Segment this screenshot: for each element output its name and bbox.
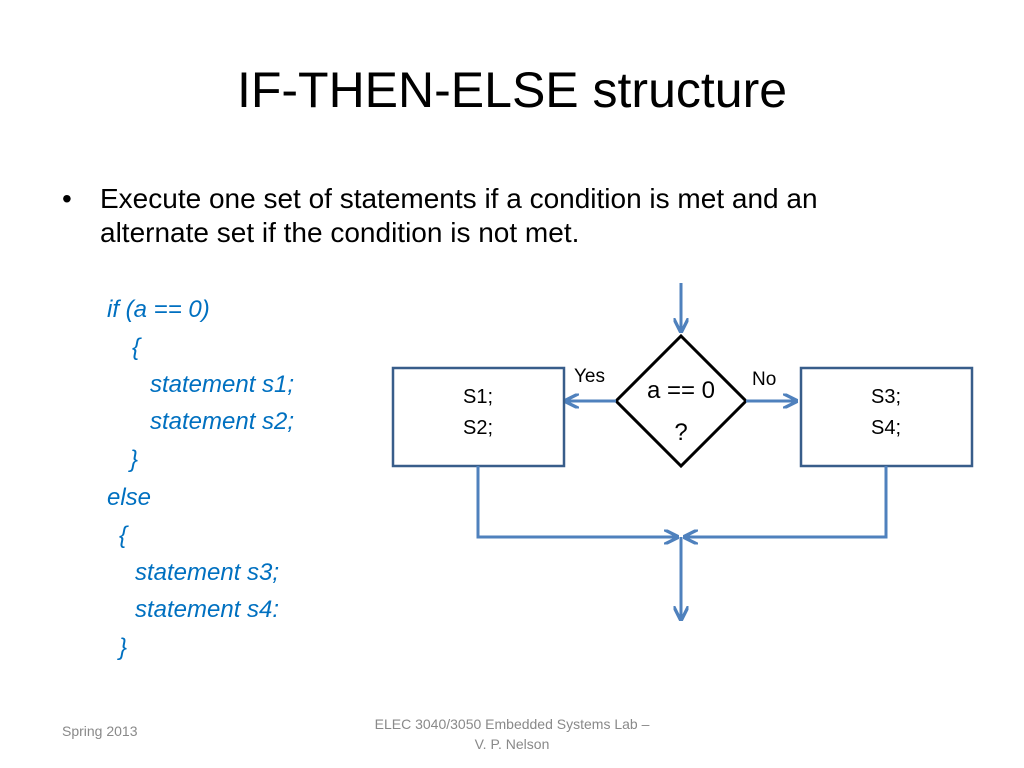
slide-title: IF-THEN-ELSE structure: [236, 62, 788, 118]
footer-course-line-2: V. P. Nelson: [474, 736, 550, 752]
bullet-dot: •: [62, 183, 72, 214]
code-line-close-brace-2: }: [119, 634, 128, 661]
code-line-statement-s1: statement s1;: [150, 371, 295, 398]
code-line-statement-s4: statement s4:: [135, 596, 280, 623]
code-line-else: else: [107, 484, 152, 511]
yes-label: Yes: [574, 366, 605, 387]
footer-course-line-1: ELEC 3040/3050 Embedded Systems Lab –: [374, 716, 650, 732]
code-line-if: if (a == 0): [107, 296, 210, 323]
right-box-line-1: S3;: [871, 386, 901, 408]
decision-question-mark: ?: [674, 419, 687, 446]
right-merge-connector: [686, 466, 888, 537]
left-box-line-2: S2;: [463, 417, 493, 439]
code-line-statement-s2: statement s2;: [150, 408, 295, 435]
right-box-line-2: S4;: [871, 417, 901, 439]
code-line-open-brace-2: {: [119, 522, 128, 549]
no-label: No: [752, 369, 776, 390]
bullet-text-line-2: alternate set if the condition is not me…: [100, 217, 580, 248]
code-line-close-brace-1: }: [130, 446, 139, 473]
bullet-text: Execute one set of statements if a condi…: [100, 182, 960, 250]
left-merge-connector: [476, 466, 676, 537]
decision-diamond: [613, 333, 749, 469]
code-line-open-brace-1: {: [132, 334, 141, 361]
footer-date: Spring 2013: [62, 723, 138, 739]
bullet-text-line-1: Execute one set of statements if a condi…: [100, 183, 818, 214]
footer-course: ELEC 3040/3050 Embedded Systems Lab – V.…: [340, 714, 684, 754]
decision-condition-label: a == 0: [647, 377, 715, 404]
code-line-statement-s3: statement s3;: [135, 559, 280, 586]
left-box-line-1: S1;: [463, 386, 493, 408]
left-statement-box: [391, 366, 566, 468]
